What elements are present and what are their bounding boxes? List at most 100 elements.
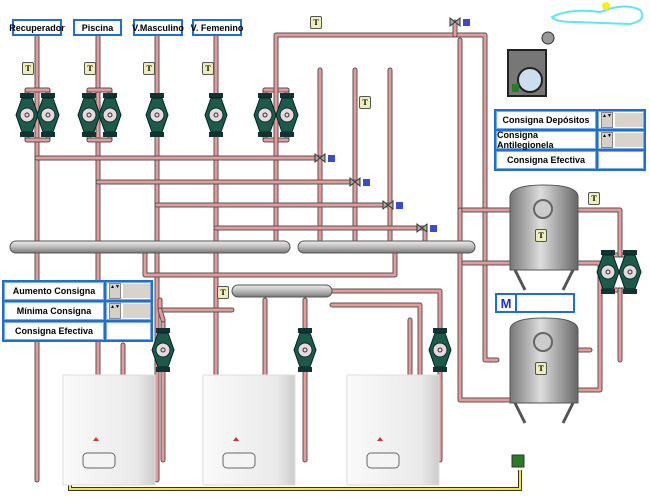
valve-icon [314,152,326,164]
pump-center [627,269,633,275]
pipe [142,250,398,278]
spin-arrows-icon[interactable]: ▲▼ [601,132,613,148]
pump-rotor [102,107,118,123]
pump-icon [204,93,228,137]
pump-flange [82,93,96,98]
valve-icon [416,222,428,234]
pump-center [284,112,290,118]
minima-consigna-spinner[interactable]: ▲▼ [106,302,151,320]
pipe [96,180,357,242]
spin-arrows-icon[interactable]: ▲▼ [601,112,613,128]
temperature-sensor-icon[interactable]: T [84,62,96,75]
pump-flange [209,132,223,137]
pump-icon [596,250,620,294]
temperature-sensor-icon[interactable]: T [217,286,229,299]
boiler-display [82,452,116,469]
circuit-label-v-masculino: V.Masculino [132,19,184,36]
temperature-sensor-icon[interactable]: T [535,229,547,242]
pipe [575,260,603,393]
cloud-icon [550,5,644,26]
valve-actuator-icon [463,19,470,26]
pump-icon [98,93,122,137]
pump-rotor [81,107,97,123]
pump-flange [433,367,447,372]
pipe [576,208,622,257]
pipe [158,308,165,322]
circuit-label-v-femenino: V. Femenino [191,19,243,36]
temperature-sensor-icon[interactable]: T [22,62,34,75]
temperature-sensor-icon[interactable]: T [588,192,600,205]
minima-consigna-value[interactable] [123,304,150,318]
pump-flange [601,289,615,294]
pump-flange [623,289,637,294]
pipe [330,289,442,462]
pump-icon [253,93,277,137]
pump-rotor [19,107,35,123]
consigna-depositos-spinner[interactable]: ▲▼ [598,111,644,129]
tank-legs [513,269,575,291]
storage-tank [509,317,579,424]
temperature-sensor-icon[interactable]: T [202,62,214,75]
valve-icon [449,16,461,28]
mode-button[interactable]: M [497,295,515,311]
pump-flange [150,93,164,98]
minima-consigna-label: Mínima Consigna [4,302,104,320]
pump-flange [298,328,312,333]
sun-icon [602,2,610,10]
tank-body [509,184,579,271]
aumento-consigna-value[interactable] [123,284,150,298]
spin-arrows-icon[interactable]: ▲▼ [109,303,121,319]
pump-flange [20,132,34,137]
valve-actuator-icon [328,155,335,162]
temperature-sensor-icon[interactable]: T [143,62,155,75]
pump-center [262,112,268,118]
pump-rotor [257,107,273,123]
consigna-depositos-value[interactable] [615,113,643,127]
pipe [330,303,422,397]
aumento-consigna-spinner[interactable]: ▲▼ [106,282,151,300]
boiler-consigna-efectiva-value [106,322,151,340]
pump-rotor [297,342,313,358]
pump-flange [258,93,272,98]
consigna-antilegionela-spinner[interactable]: ▲▼ [598,131,644,149]
pump-icon [618,250,642,294]
outdoor-sensor-icon [511,454,525,468]
unit-status-indicator [512,84,519,92]
spin-arrows-icon[interactable]: ▲▼ [109,283,121,299]
pipe [458,208,512,402]
boiler [346,374,440,486]
pump-center [86,112,92,118]
tank-body [509,317,579,404]
temperature-sensor-icon[interactable]: T [535,362,547,375]
boiler-logo [377,437,383,441]
pump-flange [298,367,312,372]
consigna-antilegionela-label: Consigna Antilegionela [496,130,596,150]
pump-icon [275,93,299,137]
pump-flange [41,93,55,98]
pump-flange [41,132,55,137]
pump-center [24,112,30,118]
pump-flange [103,132,117,137]
pump-flange [82,132,96,137]
pump-center [605,269,611,275]
consigna-antilegionela-value[interactable] [615,133,643,147]
pump-flange [433,328,447,333]
tank-manhole [533,199,553,219]
pump-center [107,112,113,118]
pipe [274,33,499,362]
pump-flange [209,93,223,98]
boiler [62,374,156,486]
pump-flange [20,93,34,98]
pump-icon [15,93,39,137]
boiler-logo [93,437,99,441]
temperature-sensor-icon[interactable]: T [310,16,322,29]
pump-icon [293,328,317,372]
tank-legs [513,402,575,424]
storage-tank [509,184,579,291]
temperature-sensor-icon[interactable]: T [359,96,371,109]
pump-icon [145,93,169,137]
valve-actuator-icon [363,179,370,186]
pump-flange [258,132,272,137]
boiler-display [222,452,256,469]
consigna-efectiva-label: Consigna Efectiva [496,151,596,169]
